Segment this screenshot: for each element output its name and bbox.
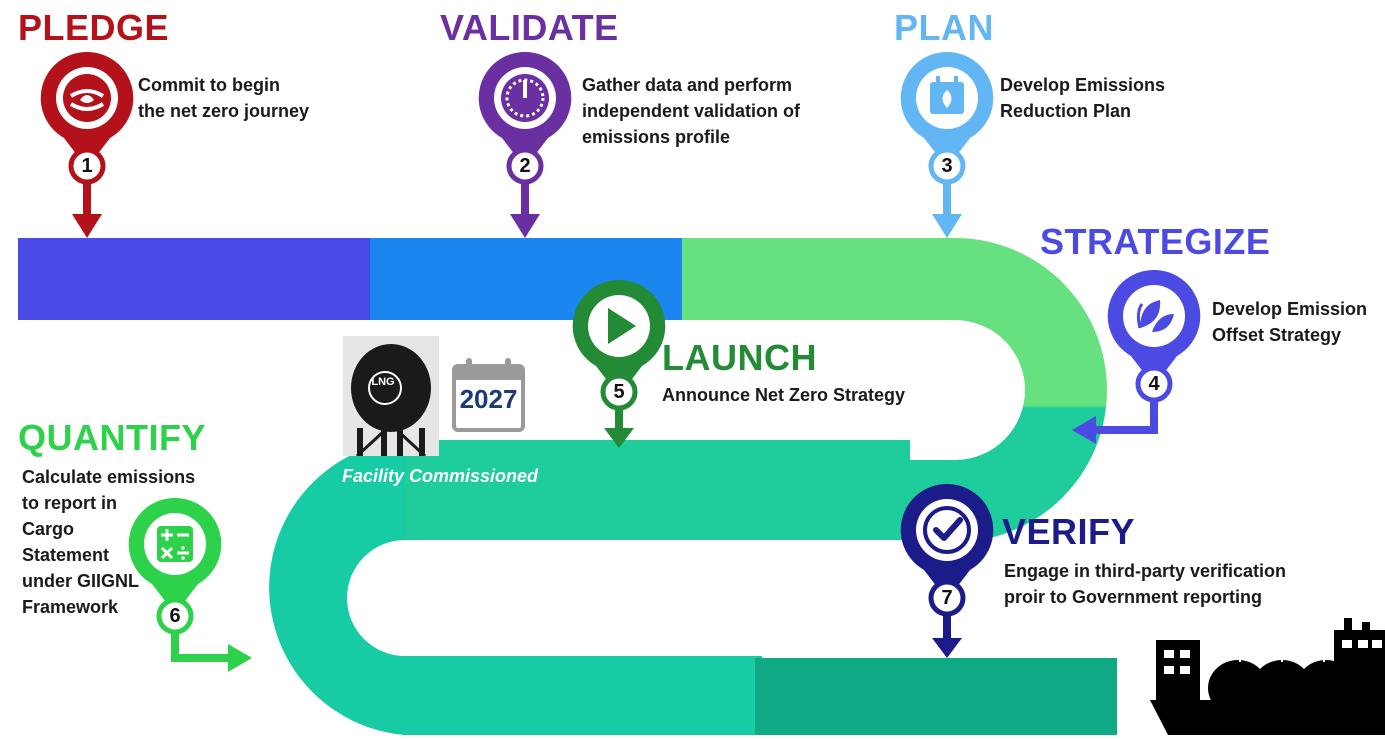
hands-leaf-icon [63,74,111,122]
step-quantify-title: QUANTIFY [18,417,206,458]
road-curve-upper [682,238,1107,542]
calendar-leaf-icon [930,76,964,114]
step-pledge-number: 1 [81,155,93,177]
step-strategize-number: 4 [1148,373,1160,395]
step-validate-title: VALIDATE [440,7,619,48]
step-pledge-pin [40,51,134,238]
step-verify-title: VERIFY [1002,511,1136,552]
step-validate-number: 2 [519,155,531,177]
checkmark-icon [923,506,971,554]
step-verify-description: Engage in third-party verification proir… [1004,561,1287,607]
gauge-icon [501,74,549,122]
step-launch-title: LAUNCH [662,337,817,378]
step-launch-description: Announce Net Zero Strategy [662,385,906,405]
step-quantify-pin [128,497,256,680]
step-strategize-pin [1070,269,1201,444]
step-pledge-title: PLEDGE [18,7,170,48]
step-plan-number: 3 [941,155,953,177]
road-segment-end [755,658,1117,735]
calendar-icon: 2027 [452,356,525,432]
road-segment-middle [370,440,910,540]
step-quantify-number: 6 [169,605,181,627]
milestone-caption: Facility Commissioned [342,466,539,486]
step-verify-number: 7 [941,587,953,609]
step-strategize-description: Develop Emission Offset Strategy [1212,299,1368,345]
step-strategize-title: STRATEGIZE [1040,221,1271,262]
step-pledge-description: Commit to begin the net zero journey [138,75,310,121]
road-segment-blue [18,238,372,320]
leaves-icon [1136,300,1174,332]
step-validate-pin [478,51,572,238]
step-plan-description: Develop Emissions Reduction Plan [1000,75,1166,121]
step-plan-title: PLAN [894,7,994,48]
milestone-year: 2027 [459,384,518,414]
step-launch-pin [572,279,666,450]
road-segment-lower [402,656,762,735]
step-validate-description: Gather data and perform independent vali… [582,75,801,147]
lng-ship-icon [1148,600,1385,735]
lng-tank-icon: LNG [343,336,439,458]
step-plan-pin [900,51,994,238]
play-icon [608,308,636,344]
step-launch-number: 5 [613,381,625,403]
step-quantify-description: Calculate emissions to report in Cargo S… [22,467,196,617]
calculator-icon [157,526,193,562]
tank-label: LNG [371,376,395,388]
step-verify-pin [900,483,994,660]
